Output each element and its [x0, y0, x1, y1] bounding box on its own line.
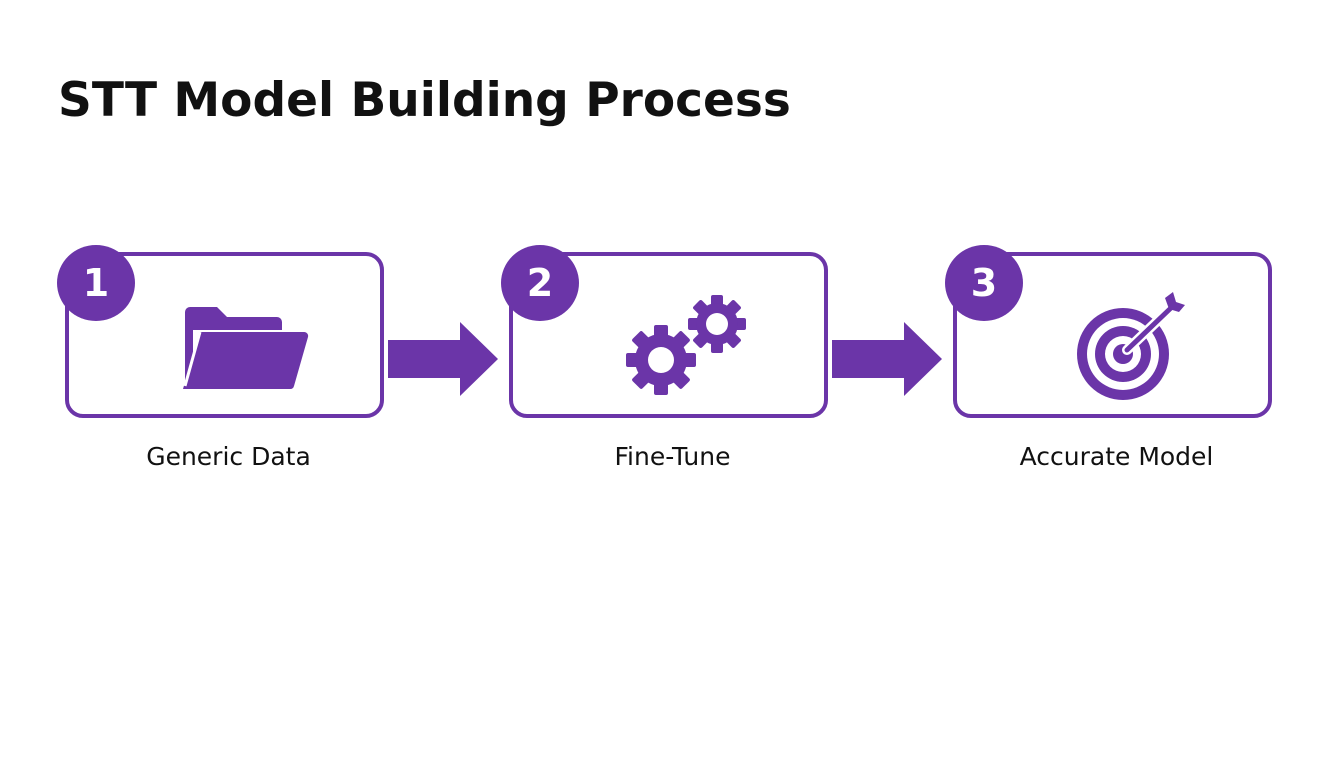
step-number-badge: 3	[945, 245, 1023, 321]
target-icon	[1077, 292, 1185, 400]
flow-arrow-icon	[832, 322, 942, 396]
process-step-fine-tune: 2 Fine-Tune	[501, 245, 836, 485]
flow-arrow-icon	[388, 322, 498, 396]
step-number-badge: 1	[57, 245, 135, 321]
step-label: Fine-Tune	[614, 442, 731, 471]
page-title: STT Model Building Process	[58, 73, 791, 128]
step-label: Generic Data	[146, 442, 311, 471]
process-step-generic-data: 1 Generic Data	[57, 245, 392, 485]
step-label: Accurate Model	[1019, 442, 1214, 471]
step-number-badge: 2	[501, 245, 579, 321]
gears-icon	[626, 295, 746, 395]
folder-icon	[183, 307, 309, 390]
process-step-accurate-model: 3 Accurate Model	[945, 245, 1280, 485]
